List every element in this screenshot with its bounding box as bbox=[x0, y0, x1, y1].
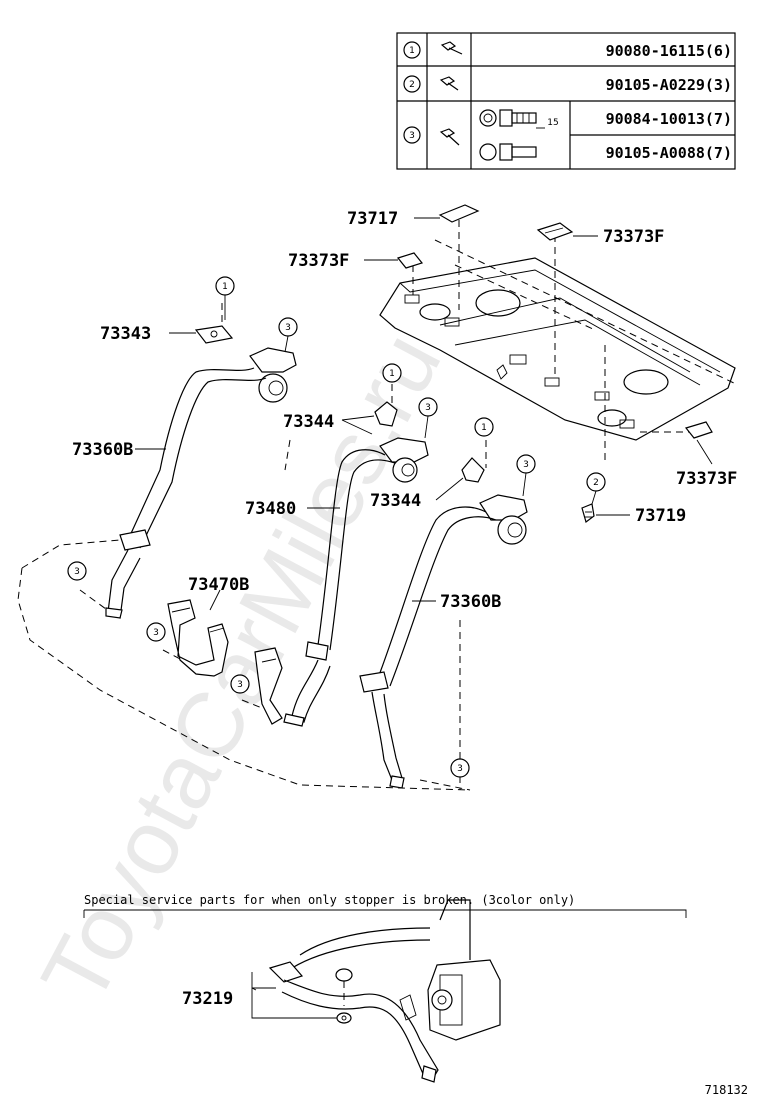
part-label[interactable]: 73717 bbox=[347, 209, 398, 229]
clip-73373f-left bbox=[396, 252, 424, 269]
key-badge: 2 bbox=[409, 80, 415, 90]
callout-1: 1 bbox=[215, 276, 235, 320]
leader-lines bbox=[135, 217, 713, 1019]
svg-text:1: 1 bbox=[389, 369, 395, 379]
svg-text:2: 2 bbox=[593, 478, 599, 488]
assembly-guide-lines bbox=[17, 220, 739, 791]
special-service-section: Special service parts for when only stop… bbox=[83, 893, 687, 1083]
hardware-table: 1 90080-16115(6) 2 90105-A0229(3) 3 bbox=[396, 32, 736, 170]
part-label[interactable]: 73470B bbox=[188, 575, 249, 595]
svg-text:3: 3 bbox=[523, 460, 529, 470]
buckle-73470b bbox=[167, 599, 229, 677]
callout-1: 1 bbox=[382, 363, 402, 383]
part-label[interactable]: 73343 bbox=[100, 324, 151, 344]
key-badge: 3 bbox=[409, 131, 415, 141]
table-row: 3 15 90084-10013(7) bbox=[403, 109, 732, 146]
clip-73719 bbox=[581, 503, 595, 524]
bolt-icon bbox=[440, 41, 463, 55]
key-badge: 1 bbox=[409, 46, 415, 56]
bolt-icon bbox=[439, 76, 459, 91]
flanged-bolt-icon bbox=[479, 109, 545, 129]
part-label[interactable]: 73219 bbox=[182, 989, 233, 1009]
part-label[interactable]: 73480 bbox=[245, 499, 296, 519]
seat-belt-left-73360b bbox=[105, 347, 297, 619]
table-row: 2 90105-A0229(3) bbox=[403, 75, 732, 94]
bracket-73343 bbox=[194, 325, 234, 344]
svg-text:3: 3 bbox=[153, 628, 159, 638]
part-label[interactable]: 73344 bbox=[370, 491, 421, 511]
part-number: 90080-16115(6) bbox=[606, 42, 732, 60]
svg-text:3: 3 bbox=[285, 323, 291, 333]
cover-73344-lower bbox=[461, 457, 485, 483]
callout-3: 3 bbox=[67, 561, 87, 581]
flanged-bolt-icon bbox=[479, 143, 537, 161]
part-label[interactable]: 73344 bbox=[283, 412, 334, 432]
seat-belt-right-73360b bbox=[359, 494, 528, 789]
callout-3: 3 bbox=[450, 758, 470, 778]
table-row: 90105-A0088(7) bbox=[479, 143, 732, 162]
part-label[interactable]: 73373F bbox=[288, 251, 349, 271]
part-number: 90105-A0088(7) bbox=[606, 144, 732, 162]
callout-3: 3 bbox=[146, 622, 166, 642]
svg-text:1: 1 bbox=[222, 282, 228, 292]
callout-1: 1 bbox=[474, 417, 494, 437]
seat-belt-center-73480 bbox=[254, 437, 429, 727]
part-number: 90084-10013(7) bbox=[606, 110, 732, 128]
bolt-icon bbox=[439, 128, 460, 146]
part-label[interactable]: 73360B bbox=[72, 440, 133, 460]
part-number: 90105-A0229(3) bbox=[606, 76, 732, 94]
svg-text:3: 3 bbox=[237, 680, 243, 690]
part-label[interactable]: 73373F bbox=[676, 469, 737, 489]
callout-3: 3 bbox=[516, 454, 536, 497]
clip-73373f-top-right bbox=[536, 222, 574, 241]
watermark: ToyotaCarMiles.ru bbox=[23, 317, 461, 1019]
callout-3: 3 bbox=[418, 397, 438, 439]
svg-text:1: 1 bbox=[481, 423, 487, 433]
clip-73717 bbox=[438, 204, 480, 223]
part-label[interactable]: 73719 bbox=[635, 506, 686, 526]
table-row: 1 90080-16115(6) bbox=[403, 41, 732, 60]
part-label[interactable]: 73373F bbox=[603, 227, 664, 247]
cover-73344-upper bbox=[374, 401, 398, 427]
svg-text:3: 3 bbox=[425, 403, 431, 413]
service-note: Special service parts for when only stop… bbox=[84, 893, 575, 907]
svg-text:3: 3 bbox=[74, 567, 80, 577]
callout-3: 3 bbox=[230, 674, 250, 694]
svg-text:3: 3 bbox=[457, 764, 463, 774]
callout-3: 3 bbox=[278, 317, 298, 353]
clip-73373f-bottom bbox=[684, 421, 713, 439]
callout-2: 2 bbox=[586, 472, 606, 505]
diagram-id: 718132 bbox=[705, 1083, 748, 1097]
dimension-label: 15 bbox=[547, 118, 558, 128]
part-label[interactable]: 73360B bbox=[440, 592, 501, 612]
